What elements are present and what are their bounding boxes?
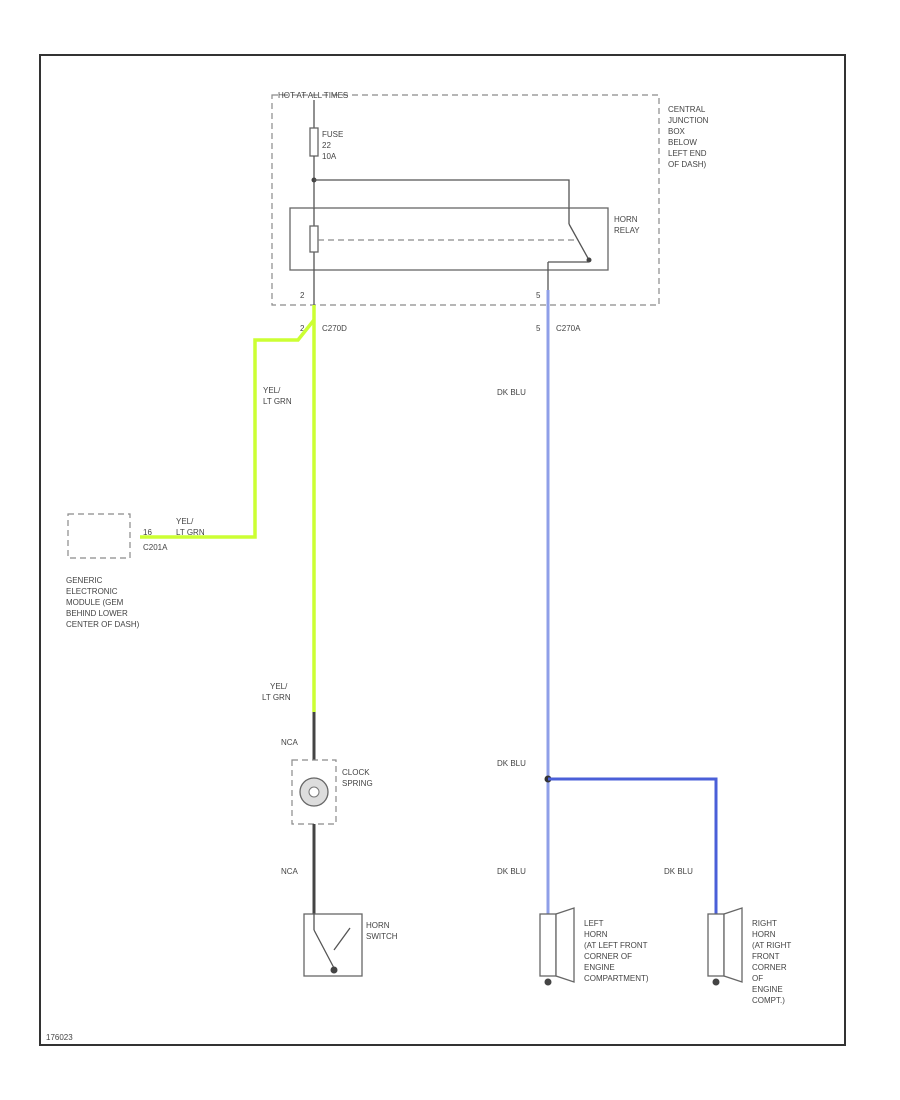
wire-yel-lt-grn-upper-label: YEL/ LT GRN (263, 386, 292, 406)
gem-pin-label: 16 (143, 528, 152, 537)
horn-switch-lever (333, 927, 351, 951)
clock-spring-hub (308, 786, 320, 798)
nca-upper-label: NCA (281, 738, 299, 747)
gem-module-label: GENERIC ELECTRONIC MODULE (GEM BEHIND LO… (66, 576, 140, 629)
relay-coil (309, 225, 319, 253)
wire-dk-blu-branch (548, 777, 718, 918)
right-horn-bell (723, 907, 743, 983)
relay-pin-left-label: 2 (300, 291, 305, 300)
gem-module-outline (67, 513, 131, 559)
nca-lower-label: NCA (281, 867, 299, 876)
wire-yel-lt-grn-gem-label: YEL/ LT GRN (176, 517, 205, 537)
central-junction-box-label: CENTRAL JUNCTION BOX BELOW LEFT END OF D… (668, 105, 711, 169)
central-junction-box-outline (271, 94, 660, 306)
horn-switch-label: HORN SWITCH (366, 921, 398, 941)
relay-coil-feed-wire (314, 179, 570, 208)
dk-blu-splice-label: DK BLU (497, 759, 526, 768)
left-horn-bell (555, 907, 575, 983)
horn-relay-label: HORN RELAY (614, 215, 640, 235)
clock-spring-label: CLOCK SPRING (342, 768, 373, 788)
fuse-label: FUSE 22 10A (322, 130, 346, 161)
right-horn-label: RIGHT HORN (AT RIGHT FRONT CORNER OF ENG… (752, 919, 793, 1005)
connector-right-id: C270A (556, 324, 581, 333)
connector-left-pin: 2 (300, 324, 305, 333)
left-horn-label: LEFT HORN (AT LEFT FRONT CORNER OF ENGIN… (584, 919, 650, 983)
horn-switch-ground (330, 966, 338, 974)
horn-relay-box (289, 207, 609, 271)
relay-contact-point (586, 257, 592, 263)
wire-yel-lt-grn-lower-label: YEL/ LT GRN (262, 682, 291, 702)
relay-pin-right-label: 5 (536, 291, 541, 300)
right-horn-body (707, 913, 725, 977)
diagram-border (39, 54, 846, 1046)
gem-connector-label: C201A (143, 543, 168, 552)
dk-blu-left-label: DK BLU (497, 867, 526, 876)
relay-contact-arm (568, 223, 590, 261)
dk-blu-right-label: DK BLU (664, 867, 693, 876)
left-horn-ground (544, 978, 552, 986)
hot-at-all-times-label: HOT AT ALL TIMES (278, 91, 348, 100)
left-horn-body (539, 913, 557, 977)
figure-id: 176023 (46, 1033, 73, 1042)
wire-yel-lt-grn-gem (140, 318, 316, 539)
connector-right-pin: 5 (536, 324, 541, 333)
dk-blu-upper-label: DK BLU (497, 388, 526, 397)
horn-switch-arm (313, 929, 335, 969)
right-horn-ground (712, 978, 720, 986)
connector-left-id: C270D (322, 324, 347, 333)
fuse-symbol (309, 127, 319, 157)
